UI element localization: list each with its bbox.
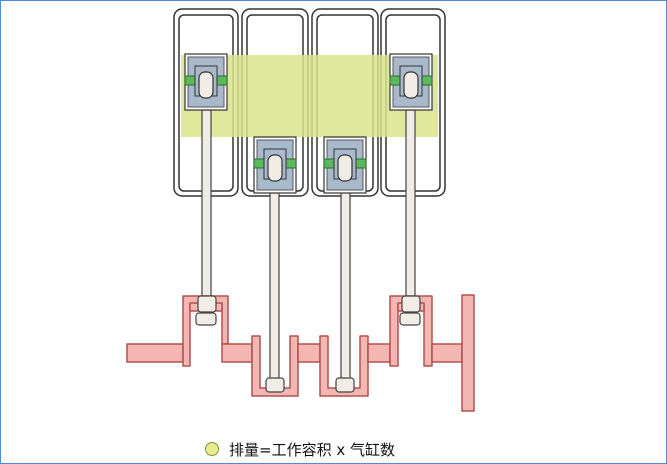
piston-1 [184, 53, 228, 111]
connecting-rod-3 [340, 189, 351, 381]
piston-2 [253, 136, 297, 194]
legend-marker [205, 442, 219, 456]
caption-text: 排量=工作容积 x 气缸数 [229, 440, 395, 459]
crank-pin-3 [335, 377, 355, 393]
connecting-rod-1 [201, 109, 212, 301]
crank-pin-4 [401, 295, 421, 313]
connecting-rod-4 [405, 109, 416, 301]
connecting-rod-2 [269, 189, 280, 381]
crankshaft-front-end [126, 343, 184, 363]
crank-pin-1 [197, 295, 217, 313]
flywheel [461, 294, 475, 412]
crank-pin-2 [265, 377, 285, 393]
caption: 排量=工作容积 x 气缸数 [205, 436, 395, 462]
piston-4 [389, 53, 433, 111]
piston-3 [323, 136, 367, 194]
crankshaft [126, 294, 475, 412]
crank-pins [195, 295, 421, 393]
